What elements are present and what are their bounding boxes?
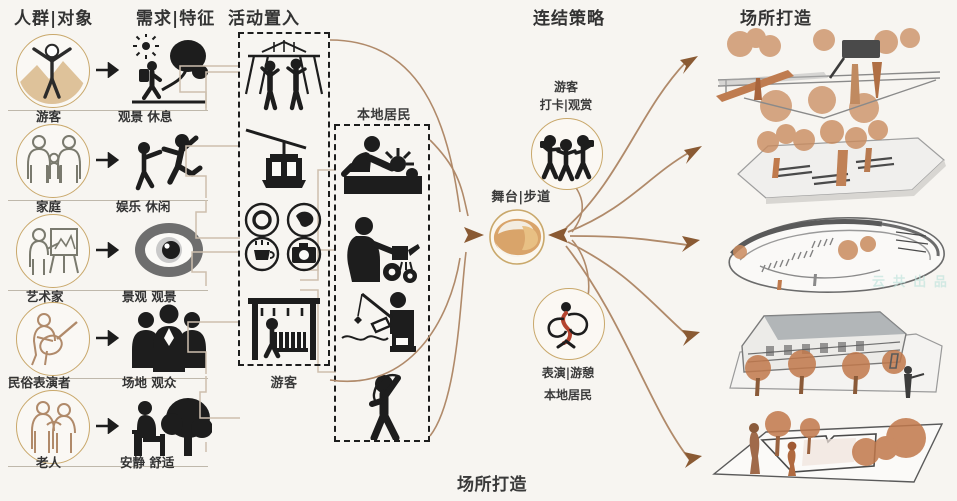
heading-needs-traits: 需求|特征: [136, 9, 216, 29]
activity-group-local[interactable]: [334, 124, 430, 442]
need-icon-entertainment-leisure: [126, 124, 212, 198]
activity-group-local-label: 本地居民: [356, 108, 411, 123]
center-node-label: 舞台|步道: [491, 190, 551, 205]
three-people-photo-icon[interactable]: [531, 118, 603, 190]
persona-label: 游客: [36, 109, 62, 124]
dancer-ribbon-icon[interactable]: [533, 288, 605, 360]
watermark-text: 云 共 出 品: [872, 274, 949, 289]
persona-label: 老人: [36, 455, 62, 470]
pavilion-building-render[interactable]: [704, 300, 954, 411]
persona-row[interactable]: [0, 122, 215, 206]
persona-row[interactable]: [0, 388, 215, 472]
activity-group-tourist[interactable]: [238, 32, 330, 366]
terraced-plaza-render[interactable]: [706, 116, 954, 217]
heading-connection-strategy: 连结策略: [533, 9, 605, 29]
footer-caption: 场所打造: [457, 475, 527, 495]
fishing-person-icon: [340, 288, 424, 373]
persona-label: 民俗表演者: [8, 375, 71, 390]
arrow-right-icon: [96, 329, 122, 347]
strategy-tourist-line1: 游客: [553, 80, 578, 94]
persona-row[interactable]: [0, 300, 215, 384]
need-icon-eye: [126, 214, 212, 288]
persona-row[interactable]: [0, 32, 215, 116]
persona-avatar-tourist: [16, 34, 90, 108]
persona-avatar-folk-performer: [16, 302, 90, 376]
strategy-resident-line1: 表演|游憩: [541, 366, 595, 380]
farming-planting-icon: [340, 130, 424, 201]
social-media-badges-icon: [242, 200, 326, 279]
need-icon-quiet-comfort: [126, 390, 213, 464]
need-label: 景观 观景: [122, 289, 177, 304]
persona-avatar-elderly: [16, 390, 90, 464]
persona-row[interactable]: [0, 212, 215, 296]
arrow-right-icon: [96, 417, 122, 435]
need-label: 娱乐 休闲: [116, 199, 171, 214]
need-icon-scenery-rest: [126, 33, 212, 108]
heading-activity-insertion: 活动置入: [228, 9, 300, 29]
need-icon-audience: [126, 302, 212, 376]
elevated-walkway-render[interactable]: [704, 22, 954, 131]
heading-place-making: 场所打造: [740, 9, 812, 29]
arrow-right-icon: [96, 151, 122, 169]
arrow-right-icon: [96, 61, 122, 79]
oval-amphitheatre-render[interactable]: 云 共 出 品: [700, 210, 954, 315]
need-label: 场地 观众: [122, 375, 177, 390]
persona-avatar-artist: [16, 214, 90, 288]
stage-walkway-blob-icon[interactable]: [486, 208, 548, 271]
persona-avatar-family: [16, 124, 90, 198]
cable-car-icon: [244, 118, 324, 197]
need-label: 安静 舒适: [120, 455, 175, 470]
zipline-adventure-icon: [244, 38, 324, 117]
persona-label: 家庭: [36, 199, 62, 214]
pergola-bench-icon: [244, 290, 324, 369]
need-label: 观景 休息: [118, 109, 173, 124]
heading-people-target: 人群|对象: [14, 9, 94, 29]
dancing-person-ribbon-icon: [346, 368, 422, 445]
strategy-resident-line2: 本地居民: [543, 388, 592, 402]
activity-group-tourist-label: 游客: [270, 376, 298, 391]
arrow-right-icon: [96, 241, 122, 259]
persona-label: 艺术家: [26, 289, 64, 304]
strategy-tourist-line2: 打卡|观赏: [539, 98, 593, 112]
woman-watering-flowers-icon: [340, 212, 424, 291]
open-garden-deck-render[interactable]: [706, 396, 954, 501]
